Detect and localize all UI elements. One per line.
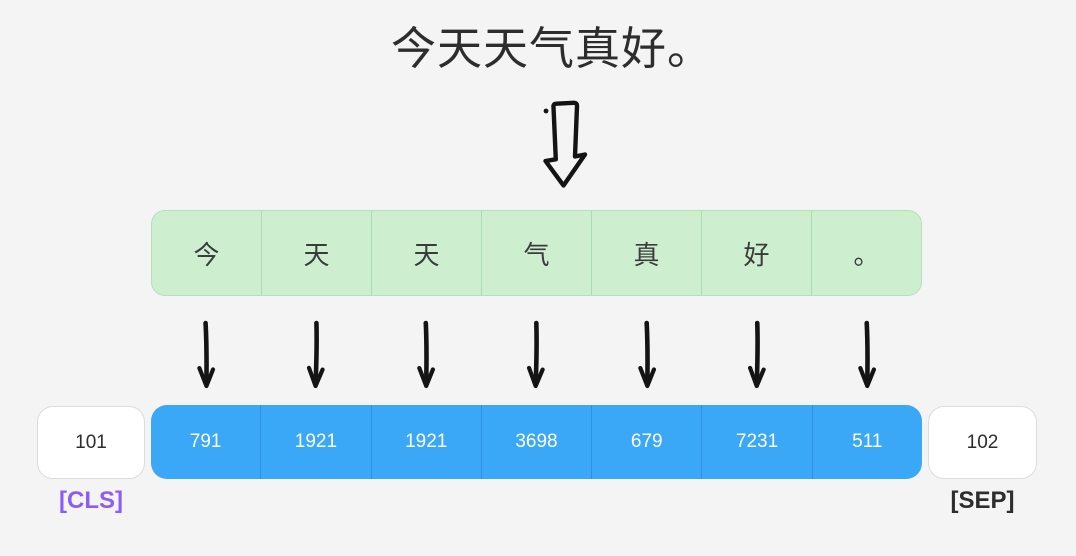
token-arrows: [151, 318, 922, 392]
down-arrow-icon: [858, 320, 876, 389]
cls-id-box: 101: [37, 406, 145, 479]
big-down-arrow-icon: [543, 100, 588, 188]
token-cell: 。: [811, 211, 921, 295]
cls-id-value: 101: [75, 431, 107, 453]
cls-label: [CLS]: [59, 487, 123, 514]
down-arrow-icon: [747, 320, 766, 389]
down-arrow-icon: [417, 320, 436, 389]
id-cell: 511: [811, 405, 922, 479]
id-cell: 1921: [370, 405, 481, 479]
id-cell: 7231: [701, 405, 811, 479]
token-cell: 今: [193, 239, 220, 270]
page-title: 今天天气真好。: [390, 23, 713, 74]
id-cell: 3698: [480, 405, 591, 479]
token-cell: 天: [261, 211, 371, 295]
sep-id-box: 102: [928, 406, 1037, 479]
token-cell: 气: [481, 211, 591, 295]
id-cell: 1921: [260, 405, 370, 479]
token-cell: 好: [701, 211, 811, 295]
id-row: 791 1921 1921 3698 679 7231 511: [151, 405, 922, 479]
sep-id-value: 102: [966, 431, 999, 453]
down-arrow-icon: [197, 320, 216, 389]
token-row: 今 天 天 气 真 好 。: [151, 210, 922, 296]
down-arrow-icon: [637, 320, 656, 389]
token-cell: 真: [591, 211, 701, 295]
token-cell: 天: [371, 211, 481, 295]
id-cell: 679: [591, 405, 701, 479]
down-arrow-icon: [527, 320, 546, 389]
sep-label: [SEP]: [950, 487, 1015, 514]
id-cell: 791: [189, 431, 222, 452]
down-arrow-icon: [307, 320, 325, 389]
